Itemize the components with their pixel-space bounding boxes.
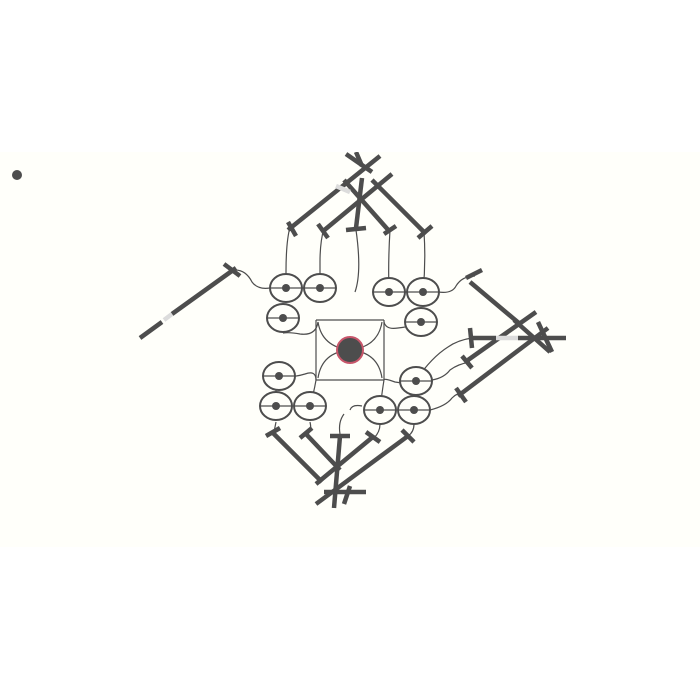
node-top-1[interactable] bbox=[269, 273, 303, 303]
core-node[interactable] bbox=[336, 336, 364, 364]
bar-bottom-5-cap[interactable] bbox=[400, 428, 416, 444]
bar-bottom-3[interactable] bbox=[331, 435, 343, 509]
bar-top-4[interactable] bbox=[342, 178, 392, 234]
node-bottom-4[interactable] bbox=[397, 395, 431, 425]
bar-left[interactable] bbox=[170, 266, 238, 316]
bar-top-1-cap[interactable] bbox=[286, 220, 298, 238]
puzzle-board bbox=[138, 152, 566, 509]
bar-right-1[interactable] bbox=[468, 280, 522, 326]
bar-bottom-2-cap[interactable] bbox=[298, 426, 314, 440]
wire bbox=[354, 229, 360, 293]
bar-layer bbox=[138, 152, 566, 509]
bar-left-tail[interactable] bbox=[138, 320, 164, 340]
dash-left bbox=[162, 312, 174, 322]
wire bbox=[431, 361, 471, 381]
node-left-lower[interactable] bbox=[262, 361, 296, 391]
bar-bottom-7[interactable] bbox=[341, 485, 353, 505]
bar-top-7[interactable] bbox=[353, 152, 365, 167]
wire bbox=[234, 269, 271, 289]
menu-dot-icon[interactable] bbox=[12, 170, 22, 180]
bar-top-5-cap[interactable] bbox=[416, 224, 434, 240]
bar-top-5[interactable] bbox=[370, 178, 428, 236]
dash-layer bbox=[162, 183, 518, 341]
bar-right-6[interactable] bbox=[512, 318, 552, 354]
bar-top-2-cap[interactable] bbox=[316, 222, 330, 240]
wire bbox=[338, 413, 345, 435]
bar-left-cap[interactable] bbox=[222, 262, 242, 278]
bar-right-7[interactable] bbox=[535, 321, 555, 353]
node-top-4[interactable] bbox=[406, 277, 440, 307]
bar-right-2-cap[interactable] bbox=[467, 327, 475, 349]
node-right-lower[interactable] bbox=[399, 366, 433, 396]
bar-top-4-cap[interactable] bbox=[382, 224, 398, 236]
bar-bottom-1-cap[interactable] bbox=[264, 426, 282, 438]
bar-bottom-1[interactable] bbox=[270, 430, 324, 484]
bar-top-3[interactable] bbox=[353, 177, 365, 229]
wire bbox=[415, 337, 473, 381]
wire bbox=[349, 404, 363, 411]
node-layer bbox=[259, 273, 440, 425]
node-top-3[interactable] bbox=[372, 277, 406, 307]
bar-bottom-4-cap[interactable] bbox=[364, 430, 382, 444]
node-bottom-2[interactable] bbox=[293, 391, 327, 421]
node-bottom-1[interactable] bbox=[259, 391, 293, 421]
bar-bottom-2[interactable] bbox=[304, 432, 342, 472]
bar-bottom-4[interactable] bbox=[314, 434, 376, 486]
game-viewport bbox=[0, 152, 700, 547]
node-bottom-3[interactable] bbox=[363, 395, 397, 425]
node-right-upper[interactable] bbox=[404, 307, 438, 337]
bar-top-3-cap[interactable] bbox=[345, 225, 367, 233]
node-left-upper[interactable] bbox=[266, 303, 300, 333]
bar-right-4-cap[interactable] bbox=[460, 354, 474, 370]
wire bbox=[282, 321, 319, 335]
bar-right-1-cap[interactable] bbox=[464, 267, 484, 281]
node-top-2[interactable] bbox=[303, 273, 337, 303]
dash-top bbox=[335, 183, 351, 195]
bar-right-5-cap[interactable] bbox=[454, 386, 468, 404]
